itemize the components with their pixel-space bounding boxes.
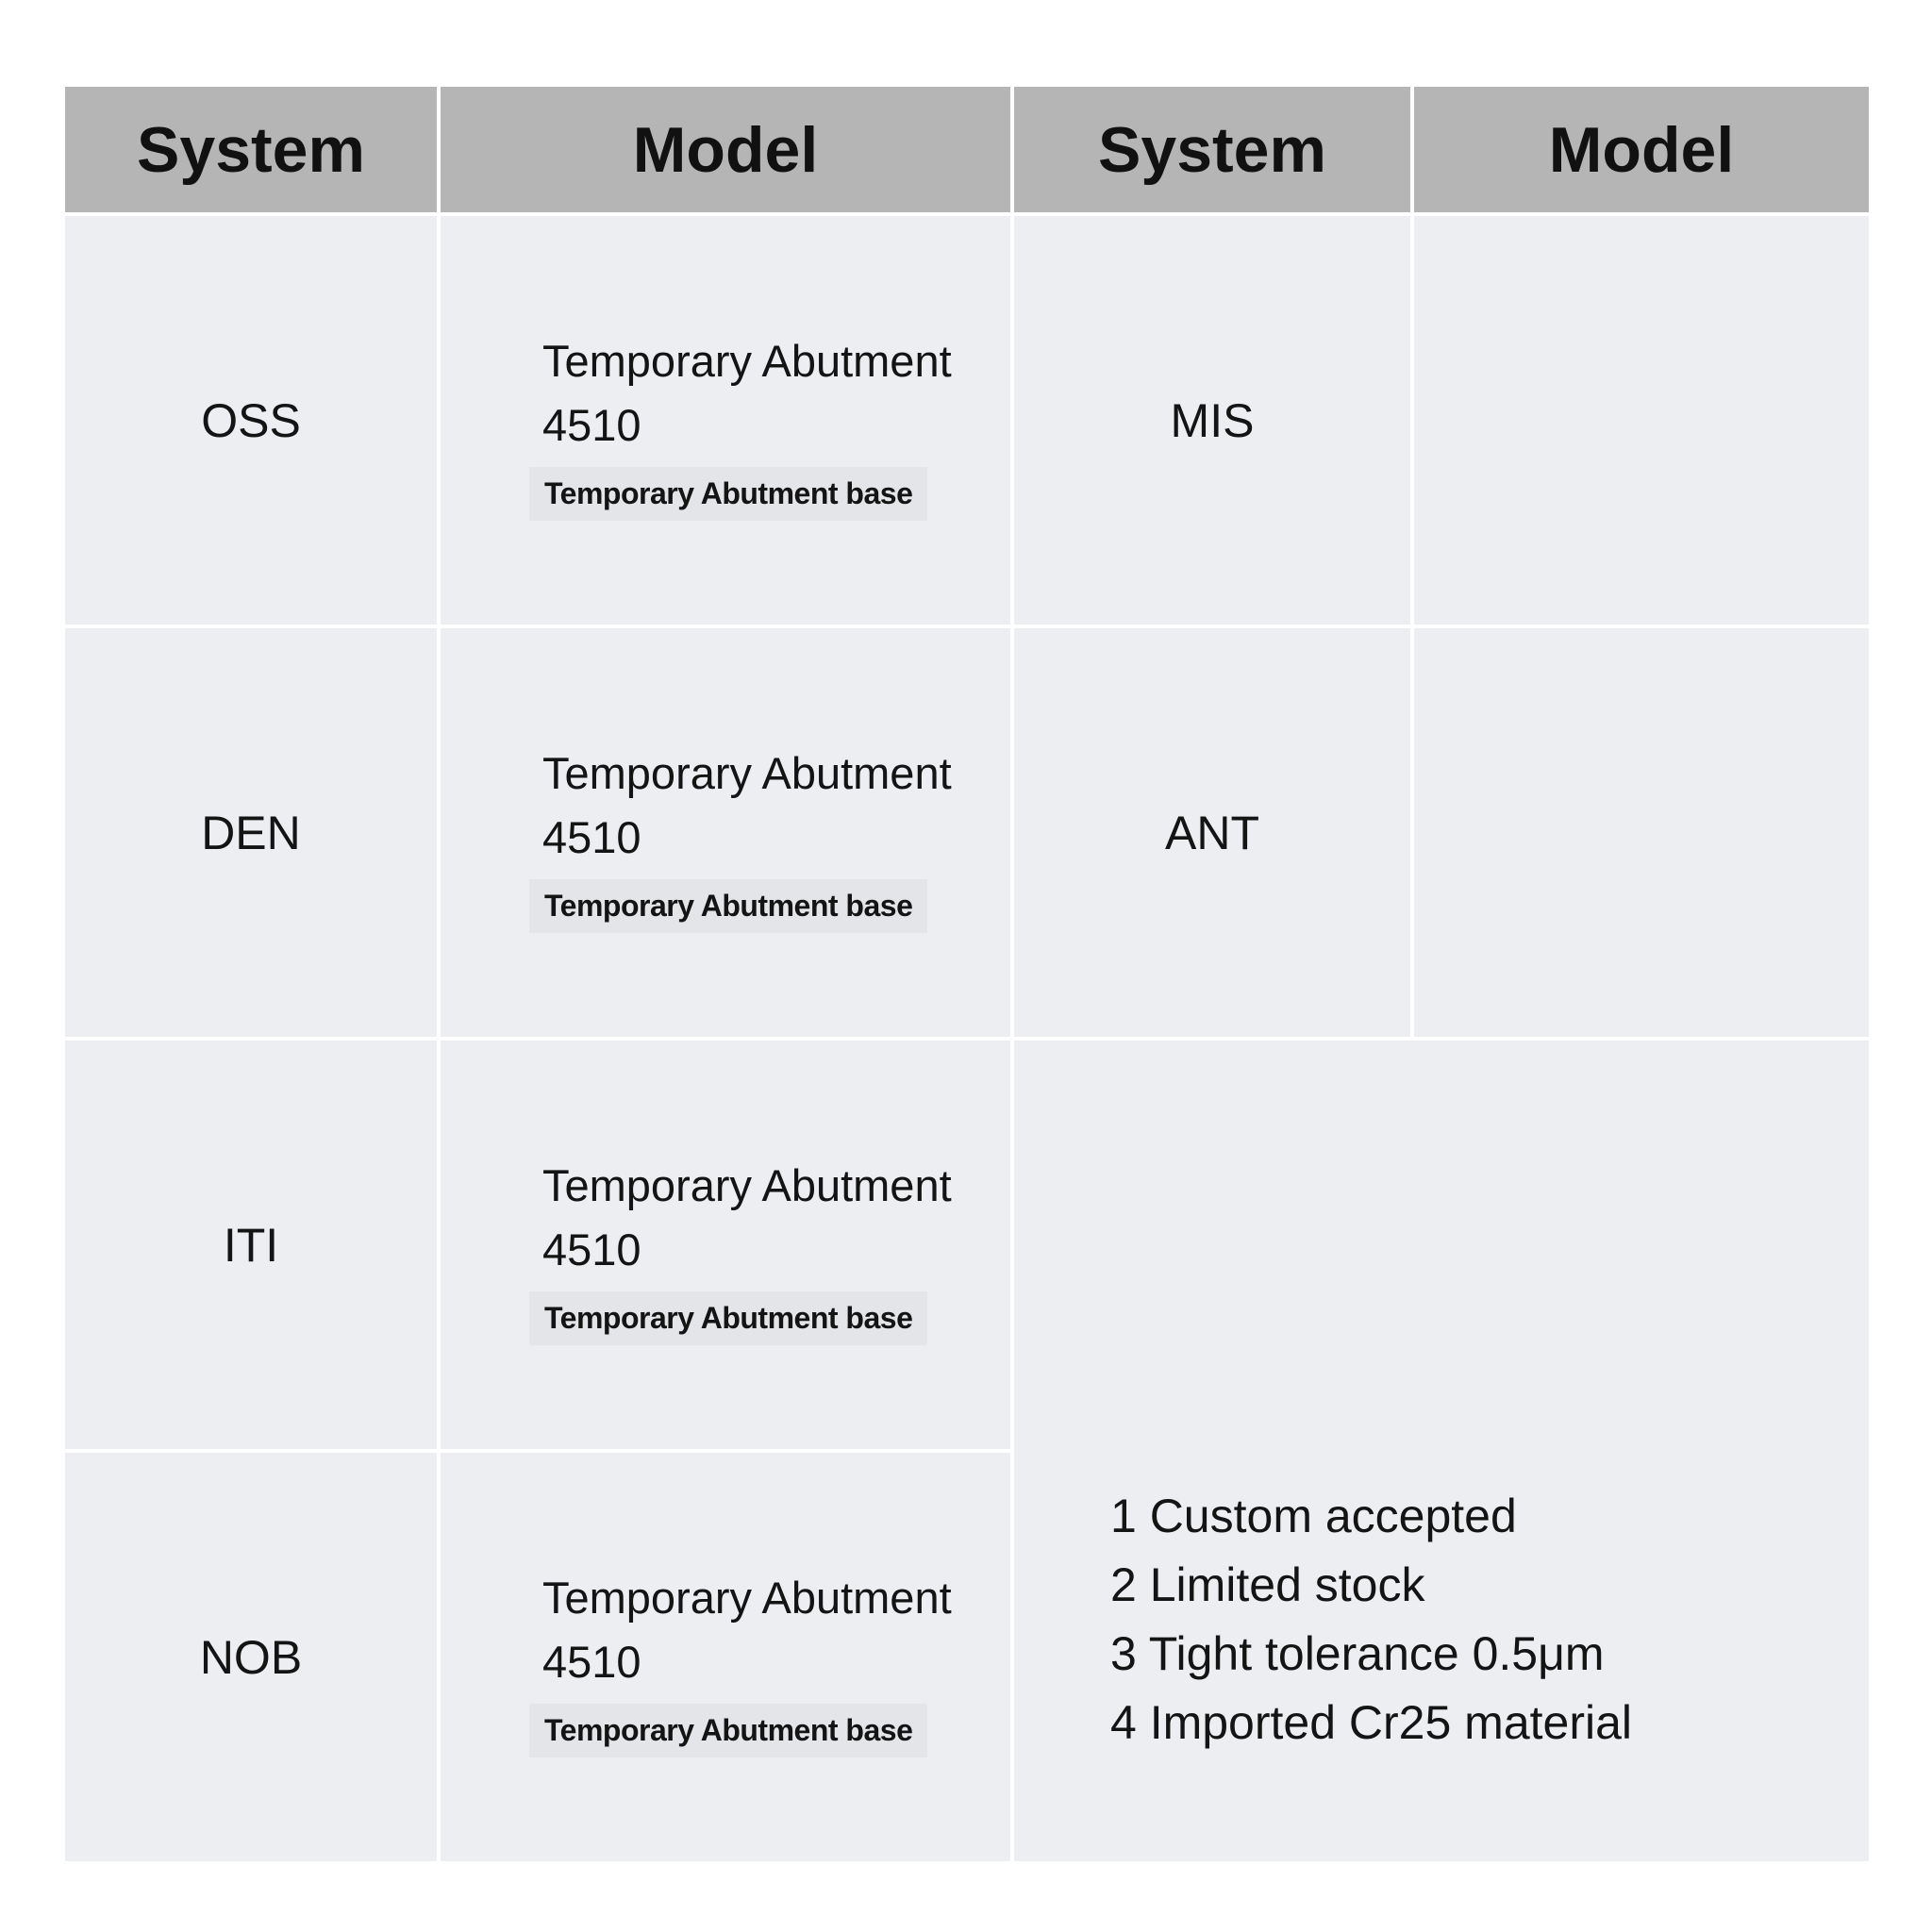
model-number: 4510 <box>542 1224 641 1274</box>
system-cell: OSS <box>65 216 437 625</box>
model-base-tag: Temporary Abutment base <box>529 1291 928 1345</box>
header-system-2: System <box>1014 87 1410 212</box>
system-cell: DEN <box>65 628 437 1037</box>
model-name: Temporary Abutment <box>542 1160 952 1210</box>
model-name: Temporary Abutment <box>542 1573 952 1623</box>
model-base-tag: Temporary Abutment base <box>529 1704 928 1757</box>
model-base-tag: Temporary Abutment base <box>529 879 928 933</box>
model-cell-2-empty <box>1414 216 1869 625</box>
note-item: 1 Custom accepted <box>1110 1490 1517 1542</box>
model-number: 4510 <box>542 1637 641 1687</box>
model-cell-2-empty <box>1414 628 1869 1037</box>
spec-table: System Model System Model OSS Temporary … <box>65 87 1869 1861</box>
header-model: Model <box>441 87 1010 212</box>
model-cell: Temporary Abutment 4510 Temporary Abutme… <box>441 1453 1010 1861</box>
model-base-tag: Temporary Abutment base <box>529 467 928 521</box>
system-cell-2: MIS <box>1014 216 1410 625</box>
note-item: 3 Tight tolerance 0.5μm <box>1110 1627 1605 1680</box>
model-cell: Temporary Abutment 4510 Temporary Abutme… <box>441 628 1010 1037</box>
notes-cell: 1 Custom accepted 2 Limited stock 3 Tigh… <box>1014 1041 1869 1861</box>
header-system: System <box>65 87 437 212</box>
system-cell: ITI <box>65 1041 437 1449</box>
model-name: Temporary Abutment <box>542 336 952 386</box>
model-cell: Temporary Abutment 4510 Temporary Abutme… <box>441 216 1010 625</box>
note-item: 4 Imported Cr25 material <box>1110 1696 1633 1749</box>
system-cell: NOB <box>65 1453 437 1861</box>
system-cell-2: ANT <box>1014 628 1410 1037</box>
model-cell: Temporary Abutment 4510 Temporary Abutme… <box>441 1041 1010 1449</box>
model-number: 4510 <box>542 400 641 450</box>
note-item: 2 Limited stock <box>1110 1558 1425 1611</box>
header-model-2: Model <box>1414 87 1869 212</box>
model-number: 4510 <box>542 812 641 862</box>
model-name: Temporary Abutment <box>542 748 952 798</box>
